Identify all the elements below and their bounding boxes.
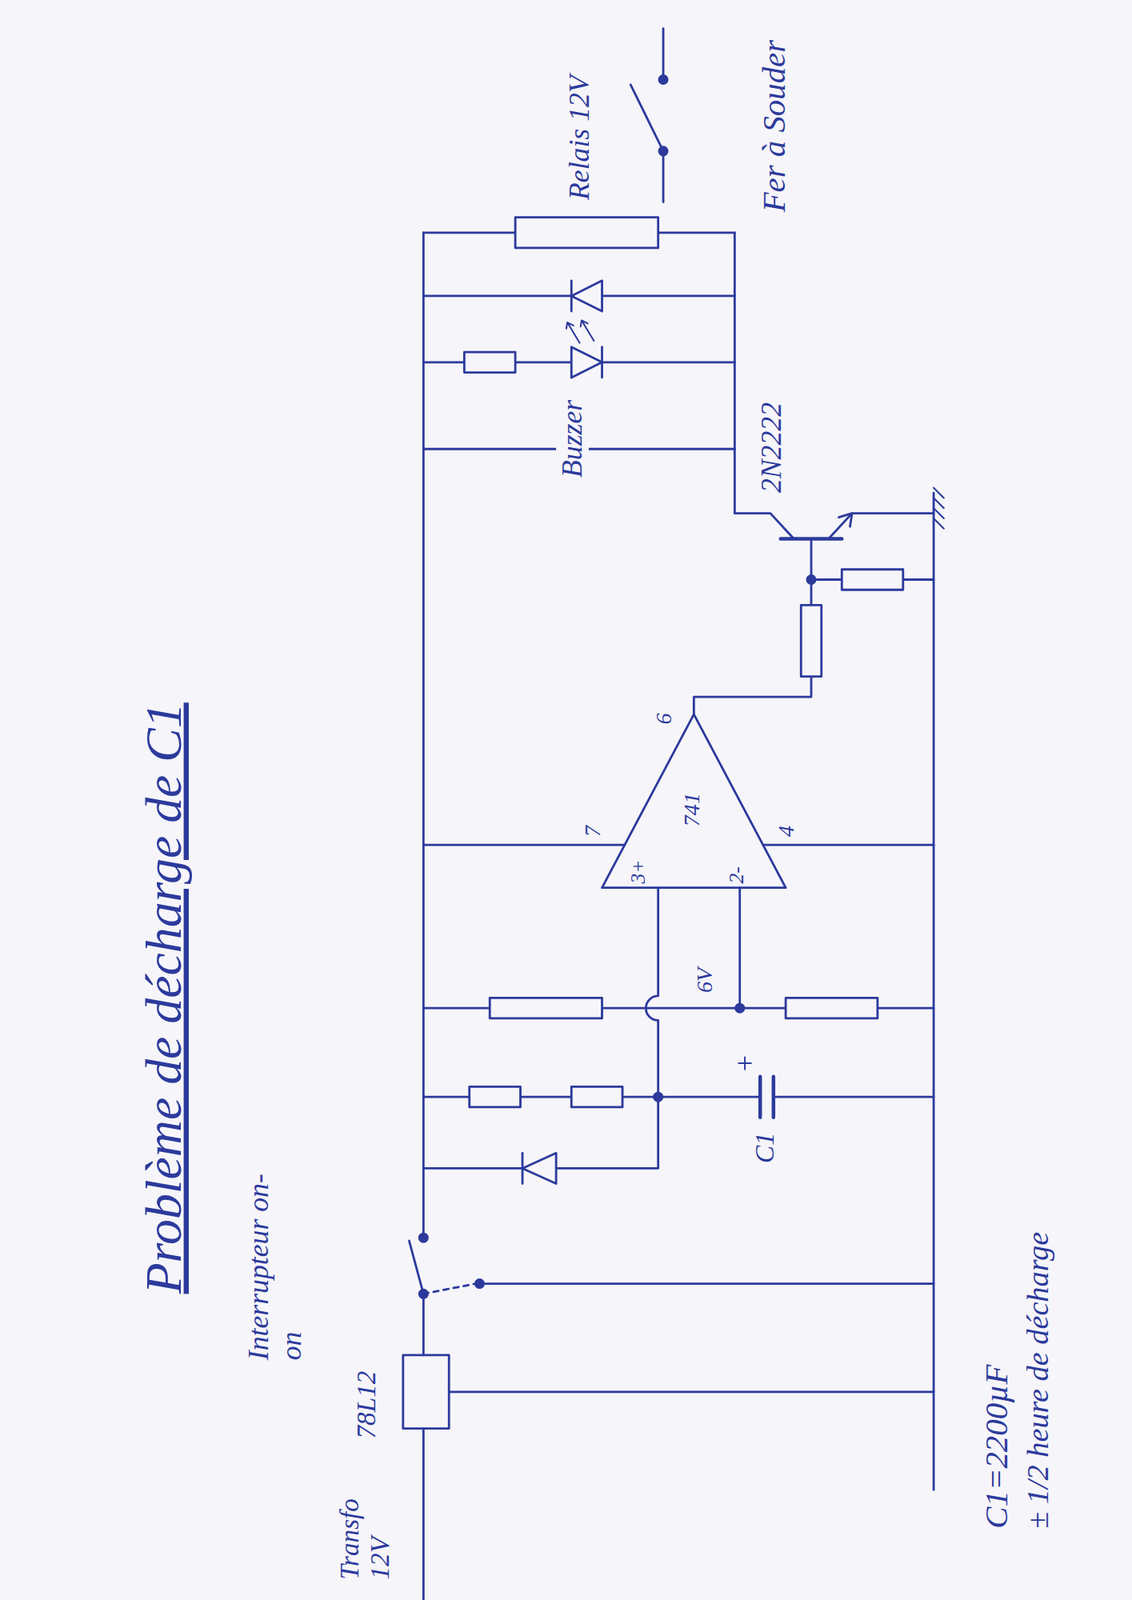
wire	[693, 538, 812, 714]
polarity-mark	[738, 1056, 751, 1069]
wire	[740, 888, 934, 1009]
transistor-symbol	[828, 513, 934, 540]
led-symbol	[566, 320, 594, 344]
ground-symbol	[933, 488, 944, 529]
diode-symbol	[571, 280, 602, 312]
transistor-symbol	[780, 536, 843, 540]
wire	[422, 1428, 425, 1600]
wire	[773, 1096, 934, 1099]
supply-rail	[422, 232, 425, 1238]
wire	[423, 844, 624, 847]
handwritten-label: Buzzer	[556, 396, 589, 482]
resistor-symbol	[841, 569, 904, 591]
resistor-symbol	[464, 352, 516, 373]
switch-lever	[423, 1284, 476, 1295]
handwritten-label: Relais 12V	[563, 75, 596, 200]
ground-rail	[932, 492, 936, 1490]
handwritten-label: 2N2222	[755, 402, 788, 493]
handwritten-label: C1	[749, 1132, 780, 1164]
capacitor-symbol	[760, 1076, 774, 1118]
handwritten-label: C1=2200µF	[977, 1364, 1016, 1528]
resistor-symbol	[785, 997, 878, 1019]
handwritten-label: 78L12	[352, 1371, 383, 1440]
led-symbol	[600, 347, 604, 378]
resistor-symbol	[489, 997, 602, 1019]
relay-coil	[515, 217, 659, 248]
handwritten-label: 6V	[692, 968, 718, 993]
handwritten-label: 7	[579, 825, 605, 837]
opamp-symbol	[602, 714, 787, 888]
diode-symbol	[570, 280, 573, 312]
diode-symbol	[522, 1152, 556, 1184]
wire	[479, 1282, 934, 1285]
resistor-symbol	[800, 604, 822, 676]
wire	[763, 844, 934, 847]
handwritten-label: 6	[651, 713, 677, 725]
resistor-symbol	[571, 1086, 623, 1108]
wire	[422, 1293, 425, 1356]
handwritten-label: Transfo 12V	[334, 1456, 396, 1580]
handwritten-label: Interrupteur on-on	[243, 1156, 309, 1360]
wire	[662, 28, 665, 80]
wire	[662, 151, 665, 203]
transistor-symbol	[838, 513, 852, 528]
regulator-symbol	[403, 1355, 449, 1429]
resistor-symbol	[469, 1086, 521, 1108]
wire	[448, 1390, 934, 1393]
wire	[733, 232, 736, 514]
wire	[645, 888, 658, 1097]
led-symbol	[571, 347, 602, 378]
switch-lever	[408, 1240, 424, 1294]
handwritten-label: Fer à Souder	[755, 40, 793, 212]
handwritten-label: 4	[773, 825, 800, 837]
handwritten-label: 2-	[724, 866, 748, 884]
handwritten-label: ± 1/2 heure de décharge	[1020, 1192, 1056, 1529]
sheet-title: Problème de décharge de C1	[134, 702, 193, 1294]
handwritten-label: 3+	[626, 860, 650, 884]
transistor-symbol	[734, 513, 794, 540]
diode-symbol	[521, 1152, 524, 1184]
wire	[658, 1096, 761, 1099]
handwritten-label: 741	[678, 792, 704, 827]
switch-lever	[630, 84, 664, 152]
